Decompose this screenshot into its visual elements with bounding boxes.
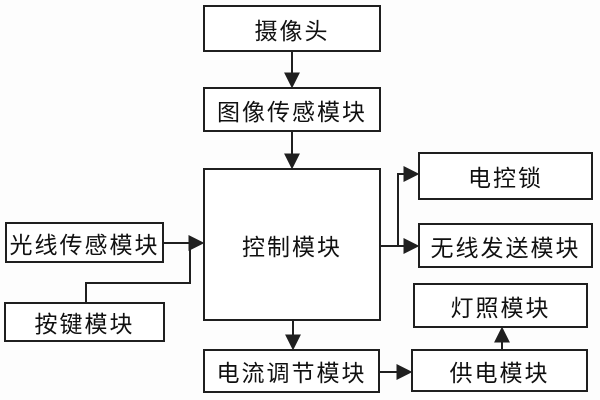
- node-current-regulator-module: 电流调节模块: [203, 349, 380, 393]
- node-power-supply-label: 供电模块: [449, 360, 550, 386]
- node-wireless-sender-label: 无线发送模块: [430, 235, 581, 261]
- edge-control-to-electric-lock: [397, 166, 420, 246]
- node-power-supply-module: 供电模块: [411, 349, 588, 392]
- node-key-button-label: 按键模块: [34, 312, 135, 337]
- node-lighting-module: 灯照模块: [413, 283, 588, 328]
- node-control-label: 控制模块: [242, 234, 342, 260]
- node-wireless-sender-module: 无线发送模块: [418, 223, 593, 268]
- node-camera-label: 摄像头: [254, 18, 330, 44]
- node-electric-lock-label: 电控锁: [468, 166, 543, 191]
- node-image-sensor-label: 图像传感模块: [217, 99, 367, 125]
- node-light-sensor-module: 光线传感模块: [5, 222, 164, 263]
- node-lighting-label: 灯照模块: [450, 295, 551, 321]
- node-image-sensor-module: 图像传感模块: [203, 87, 381, 132]
- node-camera: 摄像头: [203, 5, 381, 52]
- node-key-button-module: 按键模块: [4, 302, 165, 342]
- node-light-sensor-label: 光线传感模块: [9, 232, 160, 258]
- edge-key-button-join: [85, 243, 191, 302]
- node-electric-lock: 电控锁: [418, 152, 593, 200]
- node-current-regulator-label: 电流调节模块: [216, 361, 367, 386]
- node-control-module: 控制模块: [203, 168, 381, 321]
